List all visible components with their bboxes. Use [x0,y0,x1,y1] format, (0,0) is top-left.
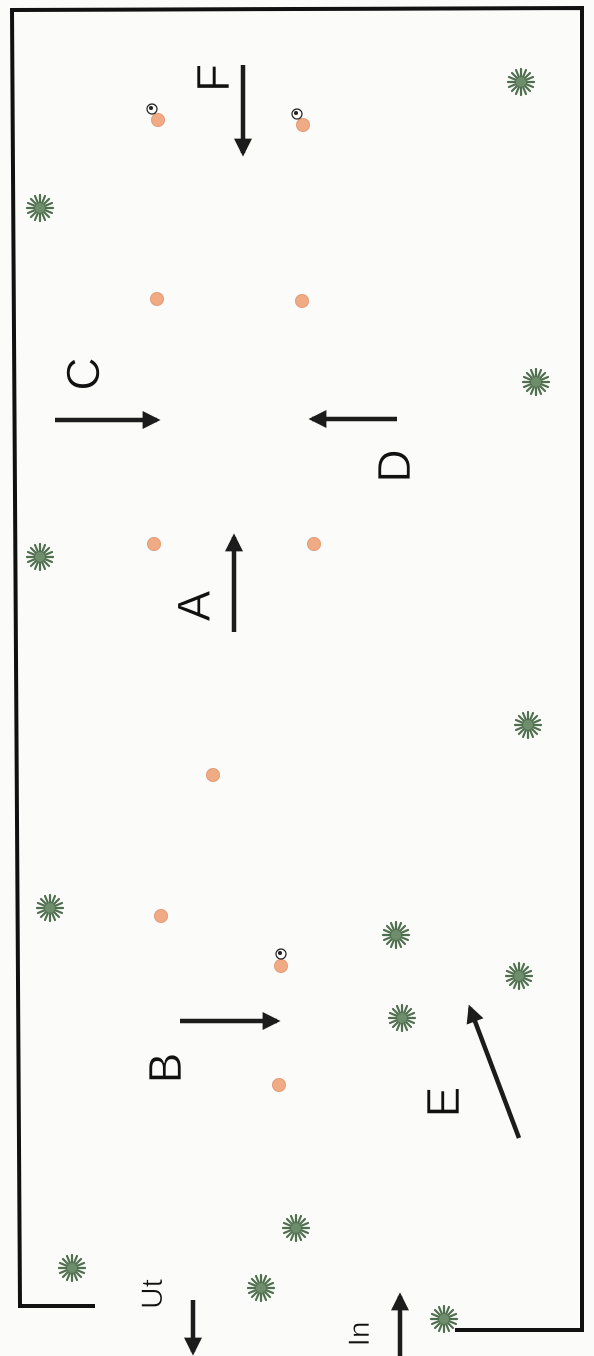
arrows [55,65,519,1356]
bush-icon [515,712,541,738]
label-exit: Ut [136,1278,169,1309]
cone [273,1079,286,1092]
ball-icon [276,949,286,959]
bush-icon [506,963,532,989]
label-entry: In [343,1321,376,1346]
arrow-e [470,1008,519,1138]
label-d: D [368,449,420,482]
bush-icon [508,69,534,95]
bush-icon [59,1255,85,1281]
bush-icon [37,895,63,921]
bush-icon [283,1215,309,1241]
bush-icon [389,1005,415,1031]
cone [308,538,321,551]
label-b: B [139,1053,191,1084]
cone [155,910,168,923]
cone [207,769,220,782]
cone [152,114,165,127]
label-f: F [187,64,239,92]
bush-icon [248,1275,274,1301]
bush-icon [431,1306,457,1332]
cone [296,295,309,308]
cone [151,293,164,306]
bush-icon [523,369,549,395]
cone [297,119,310,132]
bush-icon [27,195,53,221]
cone [148,538,161,551]
field-boundary [12,8,582,1330]
bushes [27,69,549,1332]
label-a: A [168,590,220,621]
label-c: C [57,357,109,390]
label-e: E [417,1087,469,1118]
ball-icon [292,109,302,119]
bush-icon [383,922,409,948]
cone [275,960,288,973]
bush-icon [27,544,53,570]
ball-icon [147,104,157,114]
